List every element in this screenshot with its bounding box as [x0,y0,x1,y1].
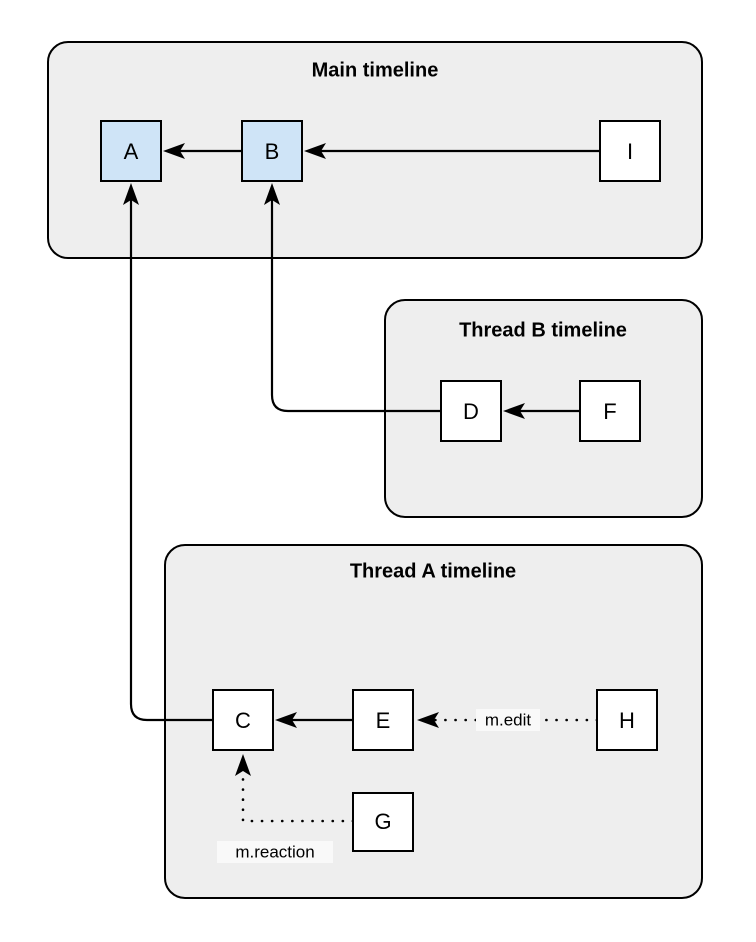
node-f-box[interactable] [579,380,641,442]
arrowhead-c-to-a-icon [123,183,139,205]
node-e-box[interactable] [352,689,414,751]
node-g-label: G [374,809,391,834]
edge-g-to-c-line [241,760,355,823]
edge-i-to-b[interactable] [304,143,600,159]
edge-h-to-e[interactable]: m.edit [417,709,599,731]
node-i-label: I [627,139,633,164]
edge-h-to-e-label-bg [476,709,540,731]
group-thread-b-timeline-box[interactable] [384,299,703,518]
node-f[interactable]: F [579,380,641,442]
node-a-label: A [124,139,139,164]
node-d-label: D [463,399,479,424]
node-d[interactable]: D [440,380,502,442]
arrowhead-i-to-b-icon [304,143,326,159]
node-i[interactable]: I [599,120,661,182]
node-a-box[interactable] [100,120,162,182]
node-e-label: E [376,708,391,733]
node-c[interactable]: C [212,689,274,751]
edge-g-to-c-label: m.reaction [235,842,314,861]
group-thread-b-timeline[interactable]: Thread B timeline [384,299,703,518]
edge-c-to-a-line [129,189,213,722]
arrowhead-d-to-b-icon [264,183,280,205]
node-b[interactable]: B [241,120,303,182]
node-a[interactable]: A [100,120,162,182]
arrowhead-g-to-c-icon [235,754,251,776]
edge-d-to-b-line [270,189,441,413]
node-c-label: C [235,708,251,733]
edge-c-to-a[interactable] [123,183,213,722]
edge-h-to-e-label: m.edit [485,710,532,729]
node-g[interactable]: G [352,792,414,852]
nodes-layer: A B I D F C [100,120,661,852]
node-c-box[interactable] [212,689,274,751]
group-thread-b-timeline-title: Thread B timeline [459,319,627,341]
node-f-label: F [603,399,616,424]
arrowhead-e-to-c-icon [275,712,297,728]
edge-g-to-c[interactable]: m.reaction [217,754,355,863]
node-d-box[interactable] [440,380,502,442]
node-h-label: H [619,708,635,733]
edges-layer: m.edit m.reaction [123,143,600,863]
group-main-timeline-title: Main timeline [312,59,439,81]
edge-f-to-d[interactable] [503,403,580,419]
edge-d-to-b[interactable] [264,183,441,413]
node-e[interactable]: E [352,689,414,751]
edge-g-to-c-label-bg [217,841,333,863]
node-g-box[interactable] [352,792,414,852]
arrowhead-f-to-d-icon [503,403,525,419]
node-h[interactable]: H [596,689,658,751]
edge-b-to-a[interactable] [163,143,242,159]
node-h-box[interactable] [596,689,658,751]
node-b-box[interactable] [241,120,303,182]
group-thread-a-timeline-title: Thread A timeline [350,560,516,582]
arrowhead-h-to-e-icon [417,712,439,728]
node-b-label: B [265,139,280,164]
node-i-box[interactable] [599,120,661,182]
edge-e-to-c[interactable] [275,712,353,728]
arrowhead-b-to-a-icon [163,143,185,159]
